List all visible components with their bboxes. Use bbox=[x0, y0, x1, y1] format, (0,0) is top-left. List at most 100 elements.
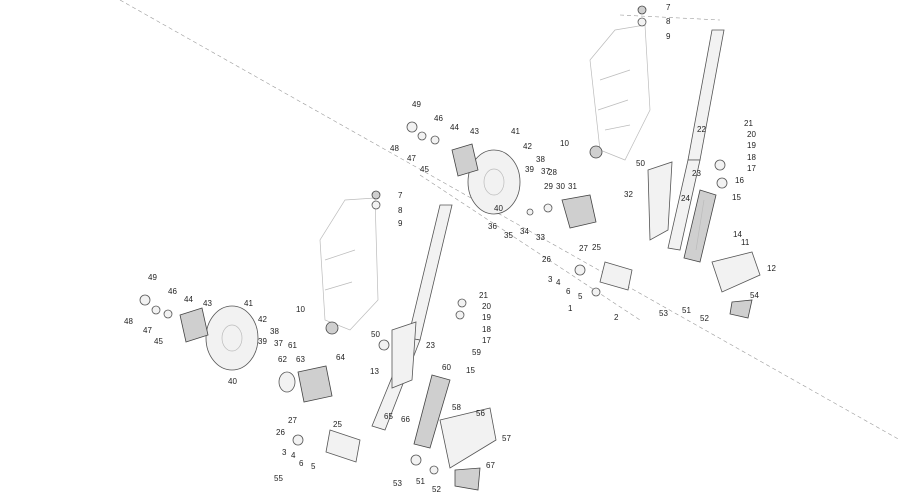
callout-label: 54 bbox=[750, 291, 759, 300]
callout-label: 43 bbox=[203, 299, 212, 308]
callout-label: 20 bbox=[747, 130, 756, 139]
callout-label: 10 bbox=[560, 139, 569, 148]
callout-label: 58 bbox=[452, 403, 461, 412]
callout-label: 31 bbox=[568, 182, 577, 191]
lower-brake-disc bbox=[205, 305, 259, 371]
callout-label: 41 bbox=[244, 299, 253, 308]
callout-label: 49 bbox=[148, 273, 157, 282]
callout-label: 7 bbox=[398, 191, 403, 200]
callout-label: 64 bbox=[336, 353, 345, 362]
callout-label: 4 bbox=[291, 451, 296, 460]
callout-label: 15 bbox=[732, 193, 741, 202]
callout-label: 65 bbox=[384, 412, 393, 421]
callout-label: 25 bbox=[592, 243, 601, 252]
callout-label: 8 bbox=[398, 206, 403, 215]
callout-label: 49 bbox=[412, 100, 421, 109]
callout-label: 40 bbox=[494, 204, 503, 213]
callout-label: 34 bbox=[520, 227, 529, 236]
callout-label: 61 bbox=[288, 341, 297, 350]
lower-callout-labels: 7 8 9 10 49 48 47 46 45 44 43 41 42 38 3… bbox=[124, 191, 511, 494]
callout-label: 36 bbox=[488, 222, 497, 231]
callout-label: 46 bbox=[168, 287, 177, 296]
callout-label: 42 bbox=[258, 315, 267, 324]
callout-label: 13 bbox=[370, 367, 379, 376]
upper-shock-absorber bbox=[683, 189, 717, 263]
callout-label: 21 bbox=[744, 119, 753, 128]
upper-brake-caliper bbox=[561, 194, 597, 229]
callout-label: 4 bbox=[556, 278, 561, 287]
lower-shock-absorber bbox=[413, 374, 451, 449]
callout-label: 10 bbox=[296, 305, 305, 314]
axis-dashed-line bbox=[119, 0, 900, 441]
callout-label: 19 bbox=[482, 313, 491, 322]
callout-label: 17 bbox=[482, 336, 491, 345]
callout-label: 28 bbox=[548, 168, 557, 177]
upper-fork-leg bbox=[647, 29, 725, 251]
callout-label: 26 bbox=[276, 428, 285, 437]
upper-mudguard-bracket bbox=[711, 251, 761, 319]
callout-label: 23 bbox=[692, 169, 701, 178]
callout-label: 55 bbox=[274, 474, 283, 483]
callout-label: 56 bbox=[476, 409, 485, 418]
callout-label: 37 bbox=[274, 339, 283, 348]
lower-steering-tube-ghost bbox=[319, 197, 379, 331]
upper-small-parts bbox=[406, 5, 728, 216]
callout-label: 44 bbox=[450, 123, 459, 132]
callout-label: 5 bbox=[311, 462, 316, 471]
upper-axle-parts bbox=[574, 261, 633, 297]
callout-label: 8 bbox=[666, 17, 671, 26]
callout-label: 18 bbox=[482, 325, 491, 334]
callout-label: 42 bbox=[523, 142, 532, 151]
callout-label: 59 bbox=[472, 348, 481, 357]
callout-label: 60 bbox=[442, 363, 451, 372]
callout-label: 45 bbox=[154, 337, 163, 346]
callout-label: 51 bbox=[416, 477, 425, 486]
callout-label: 20 bbox=[482, 302, 491, 311]
callout-label: 46 bbox=[434, 114, 443, 123]
callout-label: 35 bbox=[504, 231, 513, 240]
callout-label: 27 bbox=[579, 244, 588, 253]
callout-label: 22 bbox=[697, 125, 706, 134]
callout-label: 67 bbox=[486, 461, 495, 470]
callout-label: 9 bbox=[398, 219, 403, 228]
callout-label: 24 bbox=[681, 194, 690, 203]
callout-label: 62 bbox=[278, 355, 287, 364]
callout-label: 29 bbox=[544, 182, 553, 191]
callout-label: 12 bbox=[767, 264, 776, 273]
upper-steering-tube-ghost bbox=[589, 24, 651, 161]
callout-label: 23 bbox=[426, 341, 435, 350]
callout-label: 57 bbox=[502, 434, 511, 443]
callout-label: 38 bbox=[536, 155, 545, 164]
callout-label: 7 bbox=[666, 3, 671, 12]
axis-dashed-line bbox=[419, 174, 641, 321]
callout-label: 63 bbox=[296, 355, 305, 364]
callout-label: 37 bbox=[541, 167, 550, 176]
callout-label: 17 bbox=[747, 164, 756, 173]
callout-label: 14 bbox=[733, 230, 742, 239]
callout-label: 2 bbox=[614, 313, 619, 322]
upper-brake-disc bbox=[467, 149, 521, 215]
callout-label: 32 bbox=[624, 190, 633, 199]
callout-label: 48 bbox=[390, 144, 399, 153]
callout-label: 30 bbox=[556, 182, 565, 191]
callout-label: 25 bbox=[333, 420, 342, 429]
callout-label: 19 bbox=[747, 141, 756, 150]
callout-label: 39 bbox=[525, 165, 534, 174]
callout-label: 3 bbox=[548, 275, 553, 284]
lower-brake-caliper bbox=[278, 365, 333, 403]
callout-label: 38 bbox=[270, 327, 279, 336]
callout-label: 52 bbox=[432, 485, 441, 494]
callout-label: 52 bbox=[700, 314, 709, 323]
callout-label: 18 bbox=[747, 153, 756, 162]
callout-label: 16 bbox=[735, 176, 744, 185]
callout-label: 43 bbox=[470, 127, 479, 136]
callout-label: 11 bbox=[741, 238, 750, 247]
upper-wheel-hub bbox=[451, 143, 479, 177]
callout-label: 6 bbox=[299, 459, 304, 468]
callout-label: 48 bbox=[124, 317, 133, 326]
lower-axle-parts bbox=[292, 429, 361, 463]
callout-label: 47 bbox=[143, 326, 152, 335]
lower-fork-leg bbox=[371, 204, 453, 431]
callout-label: 53 bbox=[659, 309, 668, 318]
callout-label: 6 bbox=[566, 287, 571, 296]
